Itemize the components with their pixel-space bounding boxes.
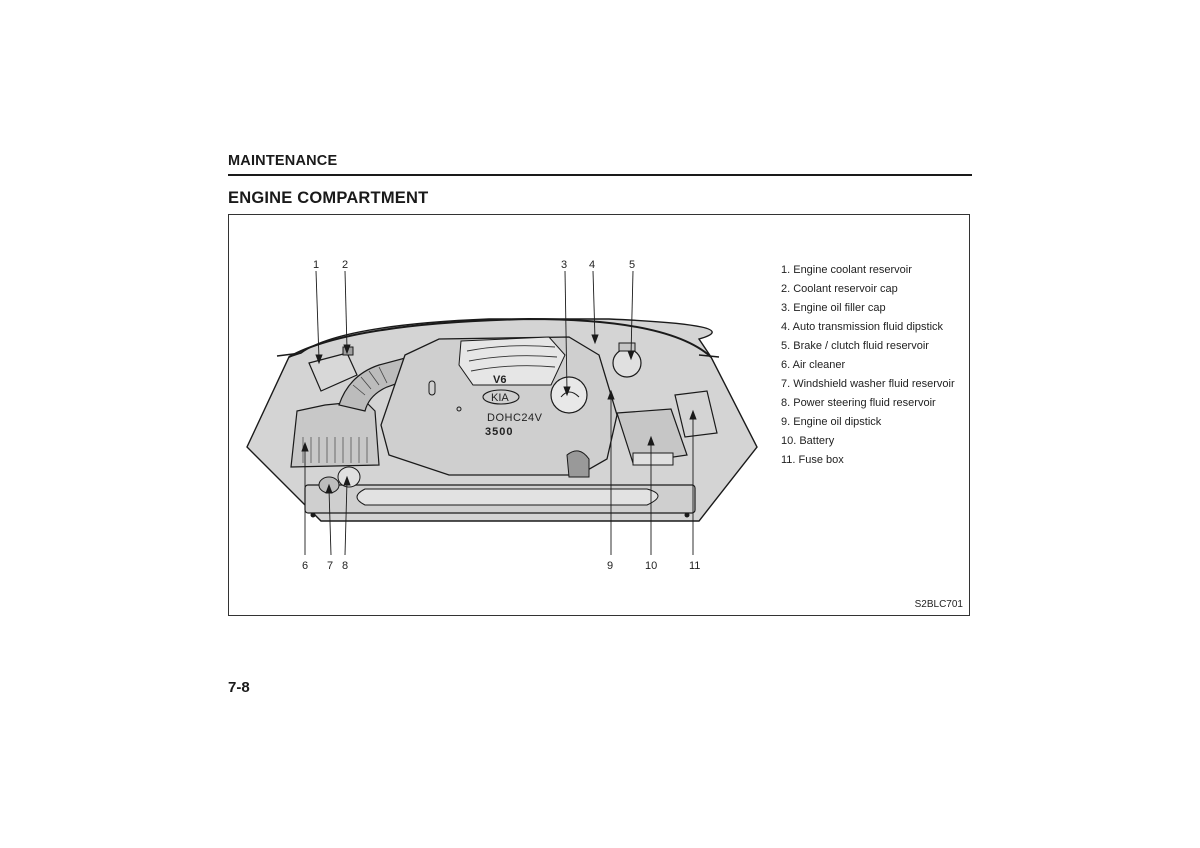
legend-item: 9. Engine oil dipstick bbox=[781, 416, 882, 428]
legend-list: 1. Engine coolant reservoir 2. Coolant r… bbox=[781, 261, 955, 470]
legend-item: 10. Battery bbox=[781, 435, 835, 447]
legend-item: 8. Power steering fluid reservoir bbox=[781, 397, 936, 409]
hood-edge bbox=[288, 317, 712, 358]
legend-item: 7. Windshield washer fluid reservoir bbox=[781, 378, 955, 390]
callout-9: 9 bbox=[607, 560, 613, 572]
page-title: ENGINE COMPARTMENT bbox=[228, 189, 429, 207]
legend-item: 6. Air cleaner bbox=[781, 359, 846, 371]
power-steering-reservoir bbox=[337, 466, 361, 488]
battery-shape bbox=[616, 408, 688, 464]
callout-11: 11 bbox=[689, 560, 700, 572]
legend-item: 11. Fuse box bbox=[781, 454, 844, 466]
engine-diagram: KIA V6 DOHC24V 3500 bbox=[246, 259, 758, 572]
page-number: 7-8 bbox=[228, 679, 250, 696]
callout-6: 6 bbox=[302, 560, 308, 572]
coolant-reservoir bbox=[308, 352, 358, 392]
air-cleaner-shape bbox=[290, 400, 380, 468]
callout-8: 8 bbox=[342, 560, 348, 572]
brake-reservoir bbox=[612, 348, 642, 378]
displacement-label: 3500 bbox=[485, 426, 513, 438]
figure-frame: KIA V6 DOHC24V 3500 bbox=[228, 214, 970, 616]
callout-10: 10 bbox=[645, 560, 657, 572]
legend-item: 1. Engine coolant reservoir bbox=[781, 264, 912, 276]
callout-3: 3 bbox=[561, 259, 567, 271]
figure-code: S2BLC701 bbox=[914, 599, 963, 610]
legend-item: 4. Auto transmission fluid dipstick bbox=[781, 321, 944, 333]
callout-2: 2 bbox=[342, 259, 348, 271]
v6-label: V6 bbox=[493, 374, 506, 386]
legend-item: 2. Coolant reservoir cap bbox=[781, 283, 898, 295]
callout-7: 7 bbox=[327, 560, 333, 572]
callout-1: 1 bbox=[313, 259, 319, 271]
legend-item: 3. Engine oil filler cap bbox=[781, 302, 886, 314]
callout-4: 4 bbox=[589, 259, 595, 271]
legend-item: 5. Brake / clutch fluid reservoir bbox=[781, 340, 929, 352]
section-header: MAINTENANCE bbox=[228, 153, 338, 169]
callout-5: 5 bbox=[629, 259, 635, 271]
kia-badge-label: KIA bbox=[491, 392, 509, 404]
fuse-box-shape bbox=[674, 390, 718, 438]
oil-filler-cap bbox=[550, 376, 588, 414]
dohc-label: DOHC24V bbox=[487, 412, 543, 424]
kia-badge bbox=[482, 389, 520, 405]
header-rule bbox=[228, 174, 972, 176]
